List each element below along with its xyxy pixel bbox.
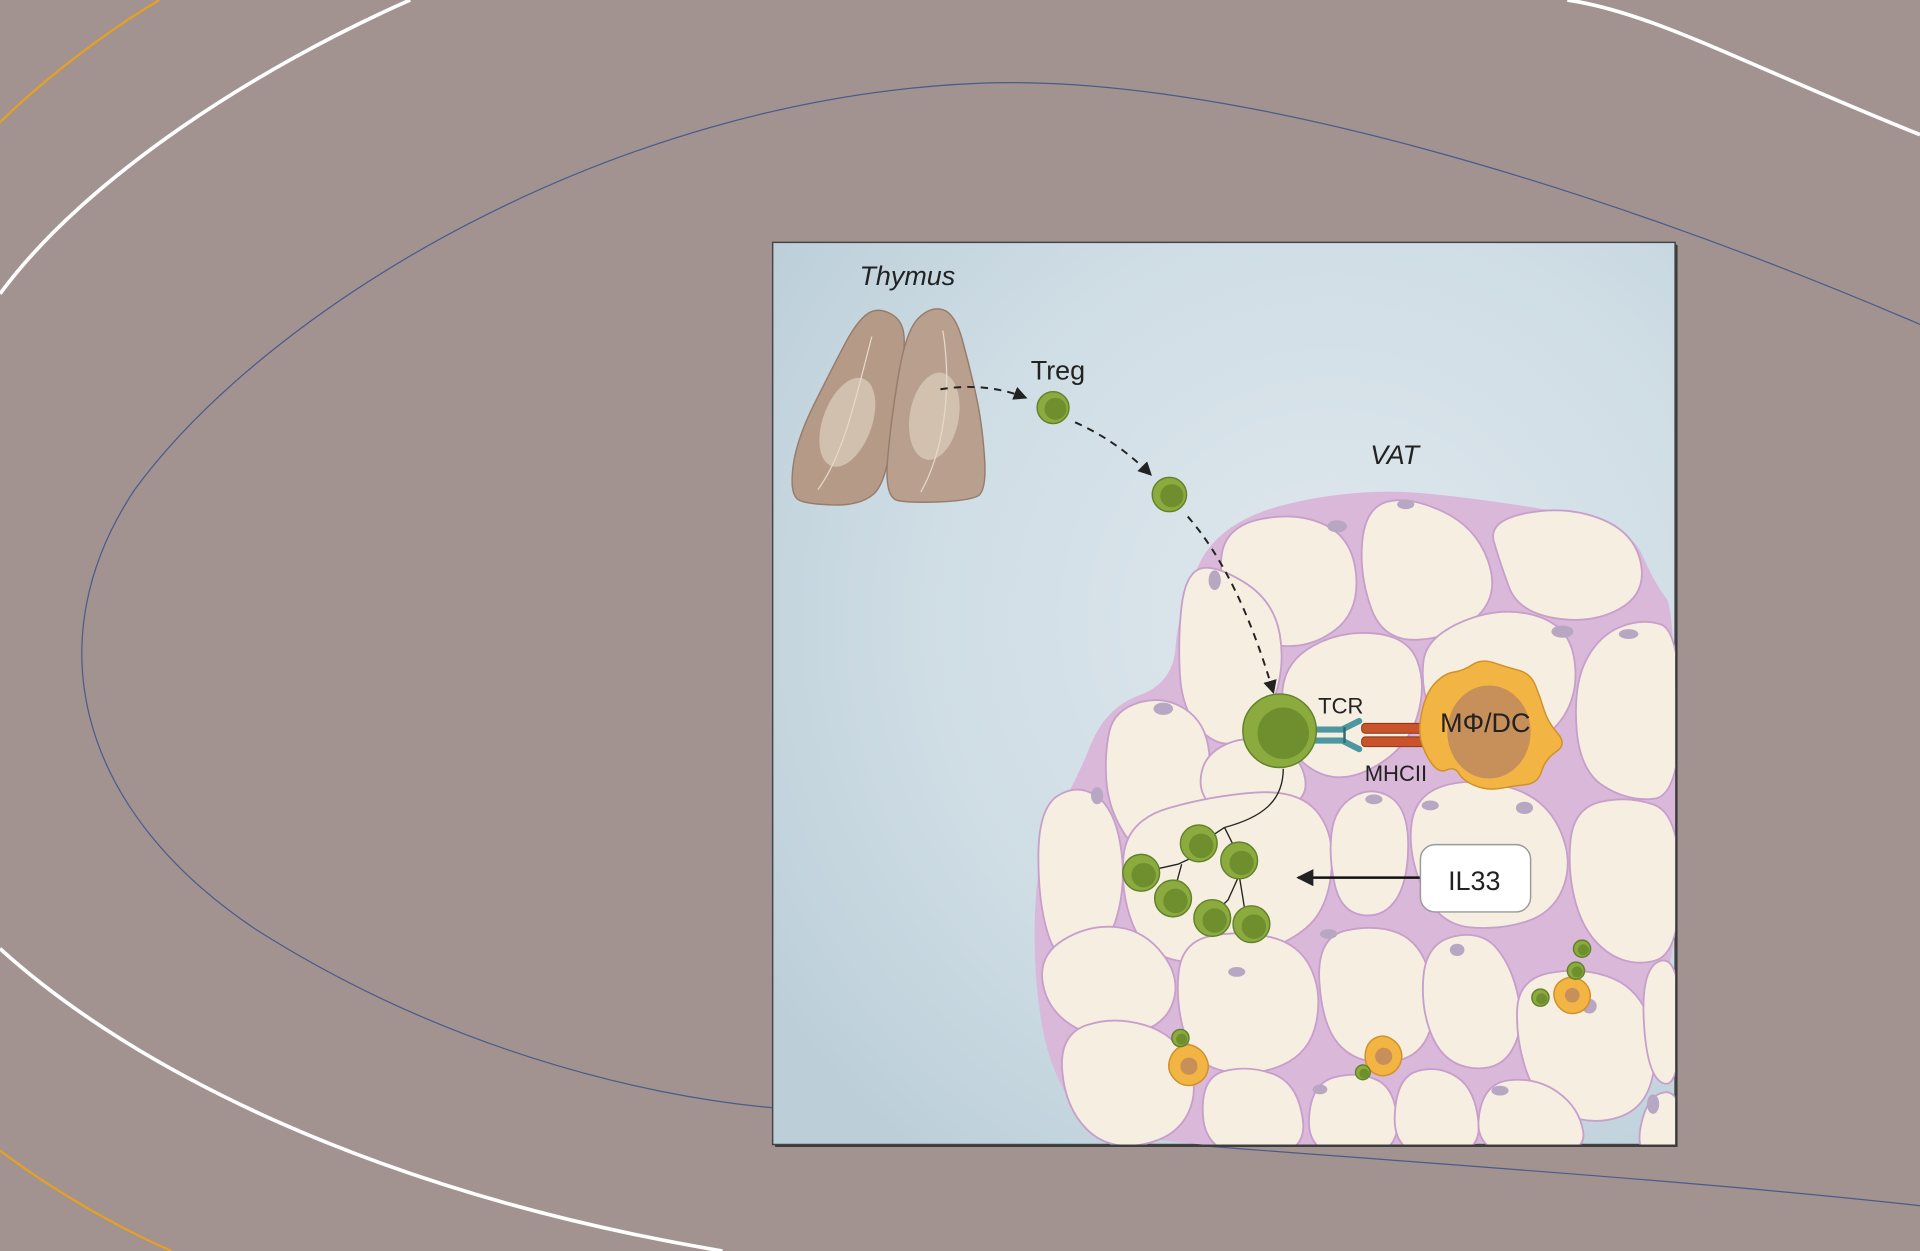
treg-cell-small — [1566, 961, 1586, 980]
treg-cell — [1220, 841, 1259, 880]
background-curve — [0, 0, 160, 124]
treg-nucleus — [1241, 914, 1267, 939]
adipocyte-nucleus — [1515, 801, 1534, 815]
adipocyte-nucleus — [1449, 943, 1465, 956]
adipocyte — [1061, 1019, 1195, 1145]
adipocyte — [1492, 509, 1643, 621]
adipocyte-nucleus — [1228, 967, 1246, 977]
adipocyte — [1308, 1073, 1399, 1145]
treg-nucleus — [1160, 484, 1184, 508]
background-curve — [1567, 0, 1920, 137]
mhcii-label: MHCII — [1365, 761, 1427, 786]
thymus-texture-line — [817, 336, 873, 490]
treg-cell-small — [1171, 1028, 1190, 1048]
adipocyte-nucleus — [1091, 787, 1104, 805]
adipocyte — [1201, 1067, 1305, 1145]
treg-cell — [1179, 824, 1218, 863]
macrophage-nucleus — [1447, 685, 1531, 779]
adipocyte — [1642, 959, 1676, 1085]
adipocyte-nucleus — [1618, 629, 1639, 639]
macrophage-nucleus — [1180, 1057, 1198, 1075]
treg-cell — [1036, 390, 1070, 425]
branch-line — [1224, 768, 1284, 829]
treg-cell — [1193, 898, 1232, 938]
adipocyte-nucleus — [1646, 1094, 1660, 1114]
treg-nucleus — [1536, 993, 1548, 1005]
adipocyte — [1393, 1068, 1480, 1145]
tcr-mhcii-synapse — [1312, 717, 1431, 753]
adipocyte-nucleus — [1320, 929, 1338, 939]
adipocyte-nucleus — [1551, 625, 1574, 638]
macrophage-small — [1168, 1044, 1210, 1087]
il33-box — [1419, 843, 1532, 913]
treg-nucleus — [1202, 908, 1227, 933]
adipocyte-nuclei — [1091, 499, 1660, 1114]
treg-nucleus — [1257, 707, 1309, 759]
background-curve — [0, 947, 723, 1251]
treg-nucleus — [1577, 944, 1589, 956]
treg-cell — [1151, 476, 1188, 513]
adipocyte-nucleus — [1208, 570, 1221, 591]
adipose-tissue — [1034, 491, 1676, 1145]
tcr-receptor — [1312, 717, 1363, 753]
treg-cell-small — [1572, 939, 1592, 958]
treg-nucleus — [1188, 833, 1214, 859]
adipocyte-nucleus — [1327, 520, 1347, 533]
migration-arrow — [940, 385, 1028, 400]
adipocyte — [1360, 499, 1494, 641]
adipocyte-nucleus — [1491, 1085, 1509, 1096]
il33-label: IL33 — [1448, 866, 1500, 896]
thymus-label: Thymus — [859, 261, 955, 291]
macrophage-dc-label: MΦ/DC — [1440, 708, 1530, 738]
background-curve — [0, 1149, 172, 1251]
adipocyte-nucleus — [1365, 794, 1383, 805]
adipocyte — [1568, 798, 1676, 964]
treg-nucleus — [1571, 966, 1583, 978]
thymus-organ — [791, 308, 986, 506]
macrophage-nucleus — [1564, 987, 1580, 1003]
treg-nucleus — [1229, 850, 1254, 876]
adipocyte-nucleus — [1397, 499, 1415, 510]
tcr-label: TCR — [1318, 694, 1363, 719]
thymus-texture-line — [920, 330, 948, 493]
adipocyte — [1477, 1078, 1585, 1145]
macrophage-nucleus — [1375, 1047, 1393, 1065]
thymus-medulla — [819, 377, 876, 467]
adipocyte — [1329, 790, 1410, 917]
macrophage-small — [1553, 976, 1592, 1015]
migration-arrow — [1187, 515, 1277, 695]
adipocyte — [1041, 925, 1177, 1037]
treg-label: Treg — [1031, 355, 1085, 385]
treg-nucleus — [1163, 888, 1188, 914]
treg-nucleus — [1359, 1068, 1369, 1079]
treg-cell-large — [1242, 693, 1318, 769]
macrophage-dc — [1419, 660, 1563, 790]
treg-cell — [1153, 879, 1193, 918]
treg-cell — [1122, 853, 1161, 892]
treg-cell-small — [1354, 1064, 1371, 1081]
vat-label: VAT — [1370, 440, 1421, 470]
adipocyte — [1575, 620, 1676, 801]
treg-nucleus — [1044, 397, 1067, 420]
thymus-medulla — [908, 372, 960, 460]
background-curve — [0, 0, 411, 295]
treg-nucleus — [1176, 1033, 1188, 1045]
treg-nucleus — [1131, 862, 1156, 888]
adipocyte-nucleus — [1312, 1084, 1328, 1095]
migration-arrow — [1074, 421, 1152, 476]
treg-cluster — [1122, 824, 1271, 944]
adipocyte-nucleus — [1153, 702, 1174, 715]
treg-cell-small — [1531, 988, 1550, 1007]
adipocyte-nucleus — [1421, 800, 1439, 811]
treg-cell — [1232, 905, 1271, 944]
macrophage-small — [1364, 1035, 1403, 1077]
